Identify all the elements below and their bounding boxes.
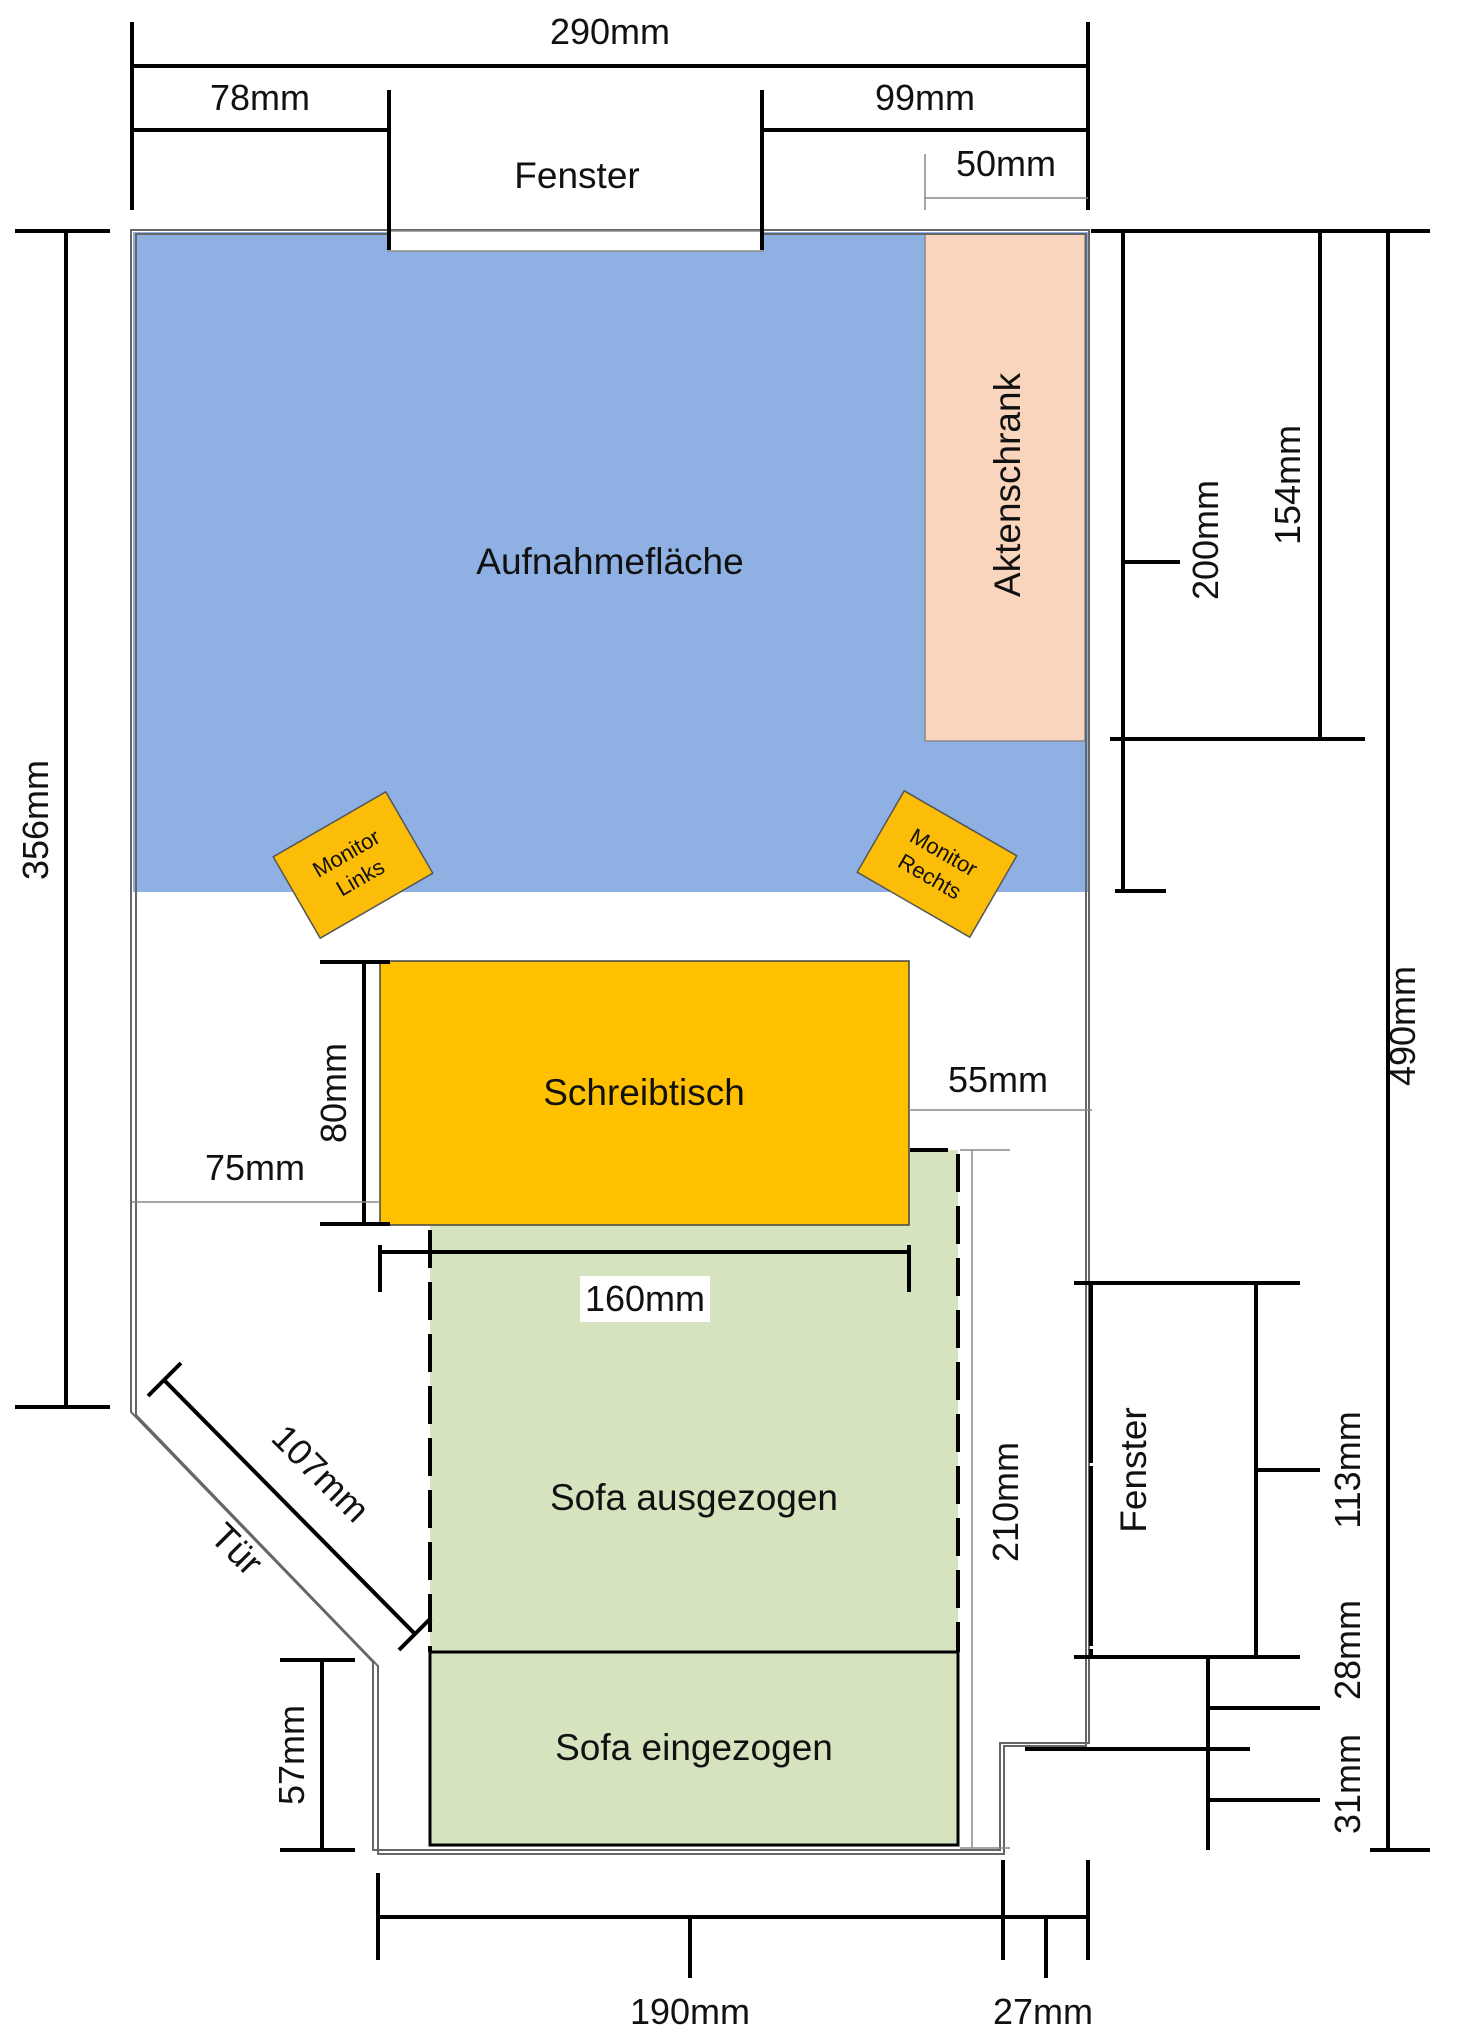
dim-154: 154mm (1267, 425, 1308, 545)
sofa-retracted-label: Sofa eingezogen (555, 1727, 833, 1768)
file-cabinet-label: Aktenschrank (987, 372, 1028, 597)
file-cabinet (924, 233, 1086, 742)
room-walls (130, 229, 1090, 1855)
dim-107: 107mm (264, 1416, 378, 1530)
monitor-left: Monitor Links (272, 790, 434, 940)
dim-80: 80mm (313, 1043, 354, 1143)
sofa-extended-label: Sofa ausgezogen (550, 1477, 838, 1518)
dim-57: 57mm (271, 1705, 312, 1805)
dim-75: 75mm (205, 1147, 305, 1188)
sofa-retracted (428, 1650, 960, 1847)
dim-290: 290mm (550, 11, 670, 52)
dim-113: 113mm (1327, 1411, 1368, 1528)
door-label: Tür (203, 1515, 271, 1583)
monitor-right: Monitor Rechts (856, 789, 1018, 939)
dim-200: 200mm (1185, 480, 1226, 600)
dim-210: 210mm (985, 1442, 1026, 1562)
dim-490: 490mm (1382, 966, 1423, 1086)
sofa-extended (430, 1150, 958, 1652)
dim-55: 55mm (948, 1059, 1048, 1100)
sofa-dashed-outline (428, 1148, 960, 1652)
sofa-dimension (960, 1149, 1010, 1849)
window-top-label: Fenster (514, 155, 639, 196)
top-dimensions (130, 22, 1090, 250)
right-dimensions (1025, 229, 1430, 1852)
desk-label: Schreibtisch (543, 1072, 745, 1113)
door-dimension (146, 1361, 433, 1652)
dim-78: 78mm (210, 77, 310, 118)
window-right-label: Fenster (1113, 1407, 1154, 1532)
dim-28: 28mm (1327, 1600, 1368, 1700)
dim-50: 50mm (956, 143, 1056, 184)
dim-356: 356mm (15, 760, 56, 880)
bottom-dimensions (280, 1658, 1090, 1978)
dim-27: 27mm (993, 1991, 1093, 2032)
recording-area-label: Aufnahmefläche (476, 541, 743, 582)
dim-99: 99mm (875, 77, 975, 118)
top-window (387, 230, 764, 252)
desk (379, 960, 910, 1226)
dim-160: 160mm (585, 1278, 705, 1319)
dim-190: 190mm (630, 1991, 750, 2032)
dim-31: 31mm (1327, 1734, 1368, 1834)
left-dimension (15, 229, 110, 1409)
desk-dimensions (132, 960, 1092, 1292)
